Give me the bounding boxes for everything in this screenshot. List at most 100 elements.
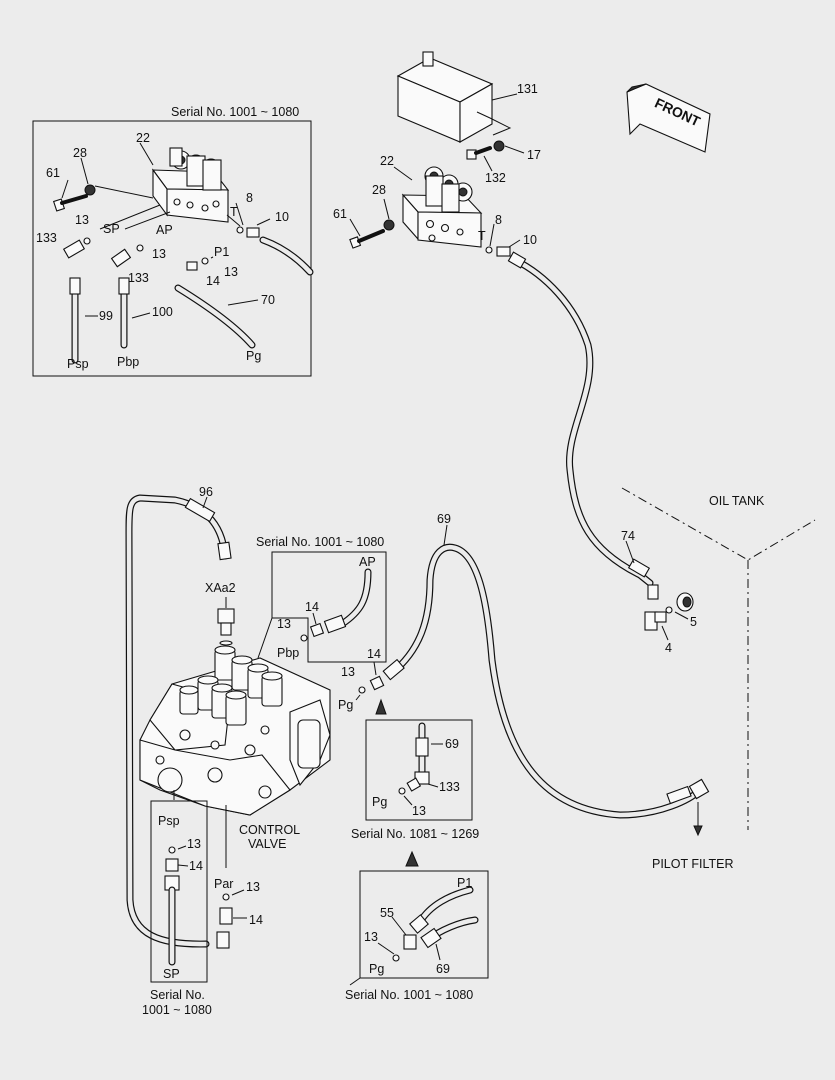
port-p1-detail: P1 — [214, 245, 229, 259]
label-131: 131 — [517, 82, 538, 96]
o-ring-13-detail — [83, 237, 91, 245]
o-ring-13b-detail — [136, 244, 144, 252]
cap-5: 5 — [665, 592, 697, 629]
hose-70-inner — [175, 285, 255, 348]
port-ap-detail: AP — [156, 223, 173, 237]
label-132: 132 — [485, 171, 506, 185]
label-14-detail: 14 — [206, 274, 220, 288]
label-8-detail: 8 — [246, 191, 253, 205]
label-69: 69 — [437, 512, 451, 526]
fitting-xaa2 — [217, 597, 235, 646]
detail-box-1081: 69 133 Pg 13 — [365, 719, 473, 821]
label-8: 8 — [495, 213, 502, 227]
label-22-detail: 22 — [136, 131, 150, 145]
detail-box-pbp: Serial No. 1001 ~ 1080 AP 14 13 Pbp — [256, 535, 387, 663]
label-133-1081: 133 — [439, 780, 460, 794]
label-69-1081: 69 — [445, 737, 459, 751]
serial-label-sp-2: 1001 ~ 1080 — [142, 1003, 212, 1017]
oil-tank-label: OIL TANK — [709, 494, 765, 508]
o-ring-13-par — [222, 893, 230, 901]
label-13b-detail: 13 — [152, 247, 166, 261]
bolt-132: 132 — [466, 146, 506, 185]
port-pbp: Pbp — [277, 646, 299, 660]
port-par: Par — [214, 877, 233, 891]
bolt-61: 61 — [333, 207, 385, 249]
bolt-61-detail — [52, 184, 154, 212]
label-70: 70 — [261, 293, 275, 307]
port-psp-detail: Psp — [67, 357, 89, 371]
label-74: 74 — [621, 529, 635, 543]
battery-box-131: 131 — [396, 51, 538, 143]
adapter-10-detail — [246, 227, 260, 238]
hose-74-sleeve — [627, 558, 651, 578]
label-100: 100 — [152, 305, 173, 319]
label-28-detail: 28 — [73, 146, 87, 160]
elbow-133b-detail — [110, 248, 132, 268]
label-14-sp: 14 — [189, 859, 203, 873]
hose-69-elbow — [688, 778, 710, 800]
port-sp: SP — [163, 967, 180, 981]
hose-99-fitting — [69, 277, 81, 295]
o-ring-8-detail — [236, 226, 244, 234]
hose-74-end-top — [507, 251, 527, 269]
port-pbp-detail: Pbp — [117, 355, 139, 369]
label-13-par: 13 — [246, 880, 260, 894]
o-ring-8 — [485, 246, 493, 254]
fitting-4: 4 — [644, 584, 672, 655]
serial-label-bottom: Serial No. 1001 ~ 1080 — [345, 988, 473, 1002]
label-13-bottom: 13 — [364, 930, 378, 944]
serial-label-pbp: Serial No. 1001 ~ 1080 — [256, 535, 384, 549]
adapter-10 — [496, 246, 511, 257]
triangle-marker-1 — [375, 698, 387, 715]
solenoid-valve-22-detail — [151, 147, 230, 223]
pilot-filter-label: PILOT FILTER — [652, 857, 734, 871]
front-arrow: FRONT — [626, 83, 711, 153]
label-133b-detail: 133 — [128, 271, 149, 285]
washer-17: 17 — [493, 140, 541, 162]
label-96: 96 — [199, 485, 213, 499]
triangle-marker-2 — [405, 850, 419, 867]
port-pg-1081: Pg — [372, 795, 387, 809]
hose-100-fitting — [118, 277, 130, 295]
detail-box-sp: Psp 13 14 SP — [150, 800, 208, 983]
label-13a-detail: 13 — [75, 213, 89, 227]
hose-74-inner — [512, 257, 653, 586]
label-28: 28 — [372, 183, 386, 197]
label-13-sp: 13 — [187, 837, 201, 851]
adapter-14-detail — [186, 261, 198, 271]
oil-tank-outline: OIL TANK — [621, 487, 816, 830]
port-t: T — [478, 229, 486, 243]
hose-69-sleeve — [666, 785, 692, 805]
port-xaa2: XAa2 — [205, 581, 236, 595]
label-14-pg: 14 — [367, 647, 381, 661]
label-61: 61 — [333, 207, 347, 221]
label-133a-detail: 133 — [36, 231, 57, 245]
label-14-pbp: 14 — [305, 600, 319, 614]
label-61-detail: 61 — [46, 166, 60, 180]
pg-connection: 13 14 Pg — [338, 647, 385, 712]
port-p1-bottom: P1 — [457, 876, 472, 890]
pilot-filter-arrow: PILOT FILTER — [652, 802, 734, 871]
detail-box-bottom: P1 55 13 Pg 69 — [349, 870, 489, 986]
label-4: 4 — [665, 641, 672, 655]
port-sp-detail: SP — [103, 222, 120, 236]
label-69-bottom: 69 — [436, 962, 450, 976]
serial-label-sp-1: Serial No. — [150, 988, 205, 1002]
serial-label-top-left: Serial No. 1001 ~ 1080 — [171, 105, 299, 119]
port-pg-bottom: Pg — [369, 962, 384, 976]
label-55: 55 — [380, 906, 394, 920]
control-valve-label-2: VALVE — [248, 837, 286, 851]
label-13-pbp: 13 — [277, 617, 291, 631]
hose-69-end — [382, 658, 405, 681]
port-psp: Psp — [158, 814, 180, 828]
label-22: 22 — [380, 154, 394, 168]
adapter-14-par — [219, 907, 233, 925]
hose-detail-t-inner — [260, 237, 313, 275]
label-99: 99 — [99, 309, 113, 323]
control-valve: CONTROL VALVE — [139, 645, 331, 851]
label-13-1081: 13 — [412, 804, 426, 818]
label-5: 5 — [690, 615, 697, 629]
serial-label-1081: Serial No. 1081 ~ 1269 — [351, 827, 479, 841]
